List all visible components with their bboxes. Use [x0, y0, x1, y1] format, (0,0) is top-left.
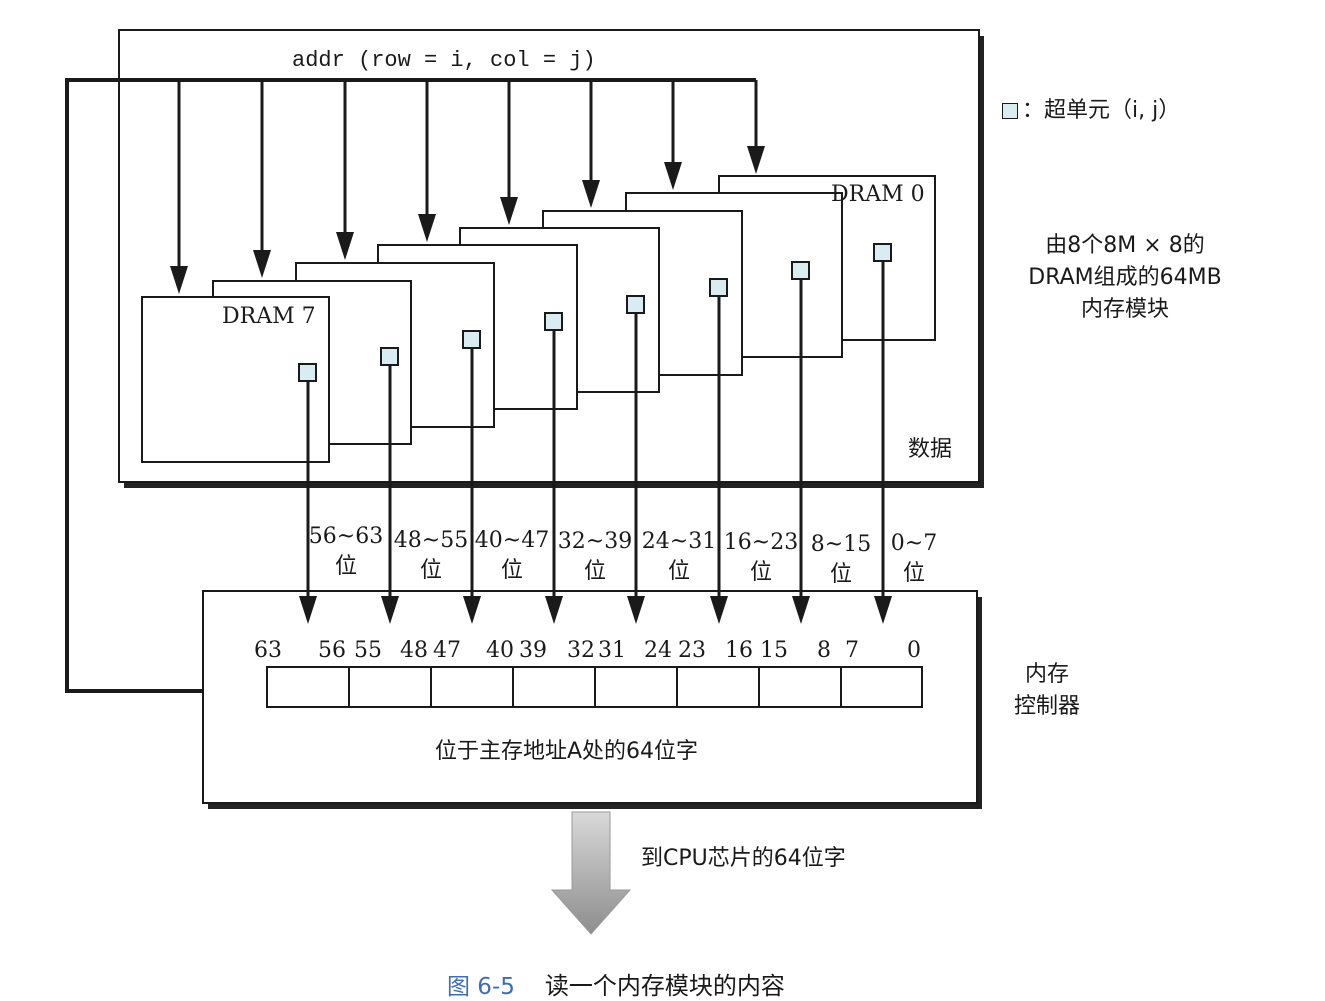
address-bus-line	[65, 78, 756, 693]
legend: ：超单元（i, j）	[1002, 92, 1180, 124]
dram-chip-7	[141, 296, 330, 463]
module-label-line-2: DRAM组成的64MB	[1028, 265, 1222, 290]
word-register	[266, 666, 923, 708]
bit-index-7: 7	[845, 638, 859, 663]
bit-index-47: 47	[433, 638, 461, 663]
bit-index-63: 63	[254, 638, 282, 663]
module-label-line-3: 内存模块	[1080, 297, 1169, 322]
supercell-7	[298, 363, 317, 382]
word-label: 位于主存地址A处的64位字	[435, 739, 699, 764]
module-description: 由8个8M × 8的 DRAM组成的64MB 内存模块	[1005, 230, 1245, 326]
bit-index-24: 24	[644, 638, 672, 663]
addr-label: addr (row = i, col = j)	[292, 48, 596, 73]
supercell-1	[791, 261, 810, 280]
bit-index-23: 23	[678, 638, 706, 663]
supercell-0	[873, 243, 892, 262]
bit-index-32: 32	[567, 638, 595, 663]
bit-index-39: 39	[519, 638, 547, 663]
controller-box	[202, 590, 978, 804]
dram-7-label: DRAM 7	[222, 304, 316, 329]
module-label-line-1: 由8个8M × 8的	[1045, 233, 1205, 258]
data-label: 数据	[908, 437, 953, 462]
supercell-icon	[1002, 103, 1018, 119]
bit-index-15: 15	[760, 638, 788, 663]
supercell-2	[709, 278, 728, 297]
bit-index-48: 48	[400, 638, 428, 663]
legend-text: ：超单元（i, j）	[1022, 98, 1181, 123]
supercell-4	[544, 312, 563, 331]
output-label: 到CPU芯片的64位字	[641, 846, 846, 871]
dram-0-label: DRAM 0	[831, 182, 925, 207]
data-lines	[299, 262, 892, 624]
bit-index-31: 31	[598, 638, 626, 663]
address-arrows	[170, 80, 765, 294]
bit-index-0: 0	[907, 638, 921, 663]
supercell-3	[626, 295, 645, 314]
bit-index-8: 8	[817, 638, 831, 663]
output-arrow	[550, 811, 632, 935]
figure-title: 读一个内存模块的内容	[544, 972, 785, 1000]
controller-label: 内存 控制器	[1013, 662, 1080, 719]
supercells	[298, 243, 892, 382]
bit-index-55: 55	[354, 638, 382, 663]
supercell-5	[462, 330, 481, 349]
bit-index-16: 16	[725, 638, 753, 663]
bit-index-56: 56	[318, 638, 346, 663]
supercell-6	[380, 347, 399, 366]
dram-stack	[141, 175, 936, 463]
figure-number: 图 6-5	[447, 974, 515, 1000]
bit-index-40: 40	[486, 638, 514, 663]
figure-caption: 图 6-5 读一个内存模块的内容	[447, 966, 785, 1001]
